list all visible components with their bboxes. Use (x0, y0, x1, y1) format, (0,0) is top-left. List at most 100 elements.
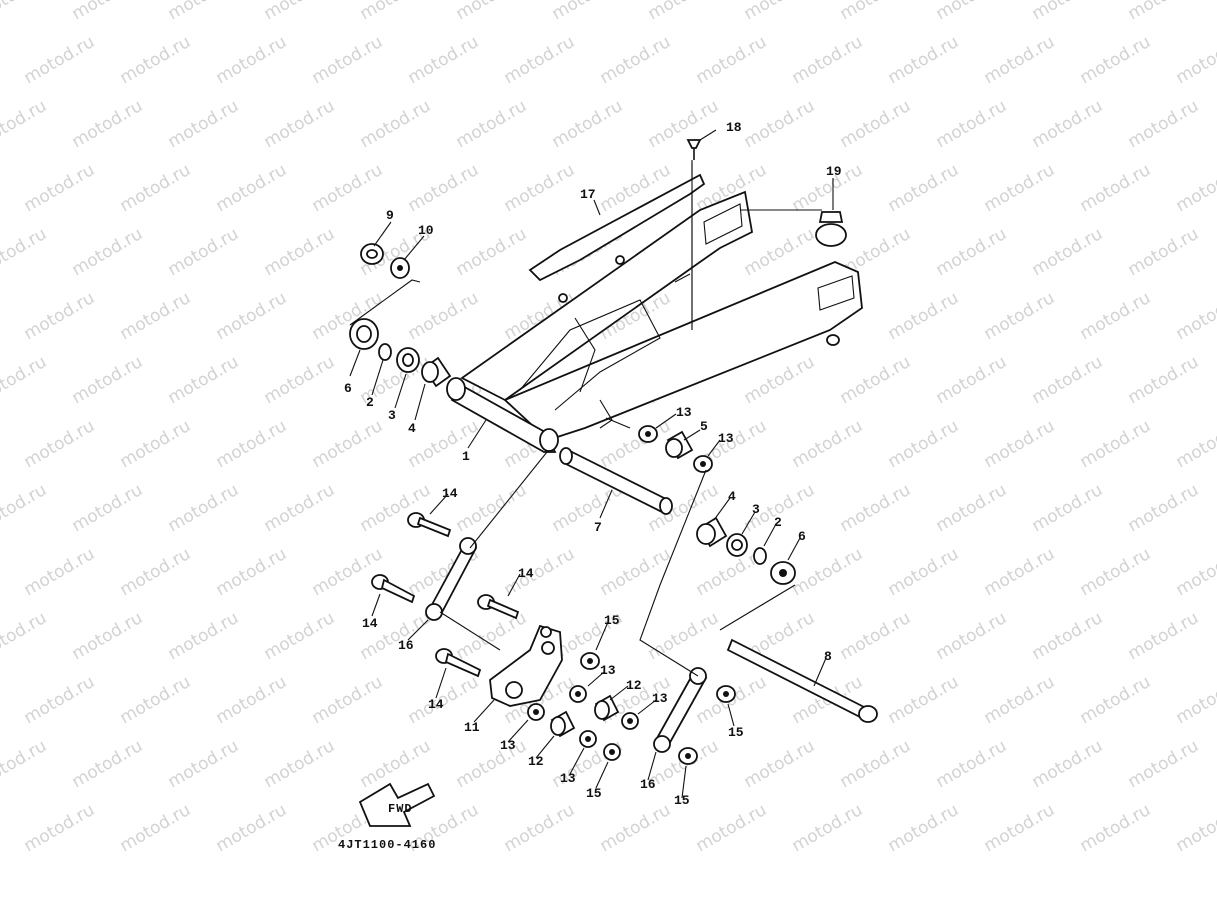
watermark-text: motod.ru (885, 544, 963, 600)
callout-4-right: 4 (728, 489, 736, 504)
watermark-text: motod.ru (501, 544, 579, 600)
watermark-text: motod.ru (21, 544, 99, 600)
watermark-text: motod.ru (1029, 352, 1107, 408)
watermark-text: motod.ru (645, 608, 723, 664)
watermark-text: motod.ru (933, 608, 1011, 664)
bolt-part-14c (477, 594, 520, 620)
watermark-text: motod.ru (981, 32, 1059, 88)
collar-part-2a (378, 343, 392, 361)
callout-4-left: 4 (408, 421, 416, 436)
watermark-text: motod.ru (837, 736, 915, 792)
callout-13-f: 13 (560, 771, 576, 786)
watermark-text: motod.ru (213, 288, 291, 344)
watermark-text: motod.ru (789, 544, 867, 600)
watermark-text: motod.ru (933, 224, 1011, 280)
watermark-text: motod.ru (69, 480, 147, 536)
collar-part-13d (621, 712, 639, 730)
watermark-text: motod.ru (1125, 224, 1203, 280)
watermark-text: motod.ru (1125, 352, 1203, 408)
callout-13-d: 13 (652, 691, 668, 706)
watermark-text: motod.ru (21, 800, 99, 856)
callout-12-b: 12 (528, 754, 544, 769)
watermark-layer: motod.ru motod.ru motod.ru motod.ru motod.ru… (0, 0, 1217, 856)
watermark-text: motod.ru (213, 32, 291, 88)
callout-9: 9 (386, 208, 394, 223)
watermark-text: motod.ru (453, 0, 531, 24)
relay-arm-part-11 (489, 624, 563, 707)
oil-seal-part-3b (726, 533, 748, 557)
callout-6-right: 6 (798, 529, 806, 544)
watermark-text: motod.ru (741, 736, 819, 792)
nut-part-15a (580, 652, 600, 670)
connecting-rod-part-16b (653, 667, 708, 753)
watermark-text: motod.ru (981, 800, 1059, 856)
watermark-text: motod.ru (1077, 288, 1155, 344)
watermark-text: motod.ru (69, 224, 147, 280)
nut-part-15c (716, 685, 736, 703)
collar-part-13c (569, 685, 587, 703)
watermark-text: motod.ru (1029, 608, 1107, 664)
chain-guard-part-17 (528, 173, 706, 282)
bolt-part-14d (435, 648, 482, 678)
watermark-text: motod.ru (309, 160, 387, 216)
watermark-text: motod.ru (1173, 288, 1217, 344)
watermark-text: motod.ru (165, 0, 243, 24)
watermark-text: motod.ru (21, 32, 99, 88)
watermark-text: motod.ru (1125, 0, 1203, 24)
callout-3-right: 3 (752, 502, 760, 517)
nut-part-15b (603, 743, 621, 761)
callout-16-left: 16 (398, 638, 414, 653)
watermark-text: motod.ru (933, 352, 1011, 408)
nut-part-15d (678, 747, 698, 765)
watermark-text: motod.ru (21, 288, 99, 344)
watermark-text: motod.ru (693, 800, 771, 856)
watermark-text: motod.ru (0, 0, 50, 24)
bushing-part-5 (665, 430, 694, 460)
watermark-text: motod.ru (1077, 32, 1155, 88)
watermark-text: motod.ru (789, 416, 867, 472)
connecting-rod-part-16a (425, 537, 478, 621)
watermark-text: motod.ru (1029, 736, 1107, 792)
watermark-text: motod.ru (1173, 160, 1217, 216)
collar-part-13e (527, 703, 545, 721)
watermark-text: motod.ru (213, 416, 291, 472)
watermark-text: motod.ru (309, 544, 387, 600)
callout-14-c: 14 (518, 566, 534, 581)
watermark-text: motod.ru (165, 608, 243, 664)
watermark-text: motod.ru (549, 0, 627, 24)
watermark-text: motod.ru (981, 288, 1059, 344)
nut-part-9 (360, 243, 384, 265)
watermark-text: motod.ru (933, 480, 1011, 536)
watermark-text: motod.ru (1029, 224, 1107, 280)
watermark-text: motod.ru (741, 96, 819, 152)
watermark-text: motod.ru (69, 352, 147, 408)
watermark-text: motod.ru (0, 736, 50, 792)
watermark-text: motod.ru (69, 736, 147, 792)
watermark-text: motod.ru (1173, 544, 1217, 600)
callout-15-b: 15 (586, 786, 602, 801)
watermark-text: motod.ru (1173, 32, 1217, 88)
watermark-text: motod.ru (1125, 480, 1203, 536)
callout-3-left: 3 (388, 408, 396, 423)
watermark-text: motod.ru (21, 672, 99, 728)
watermark-text: motod.ru (117, 288, 195, 344)
watermark-text: motod.ru (885, 672, 963, 728)
watermark-text: motod.ru (165, 96, 243, 152)
watermark-text: motod.ru (453, 96, 531, 152)
watermark-text: motod.ru (1029, 0, 1107, 24)
callout-11: 11 (464, 720, 480, 735)
watermark-text: motod.ru (837, 608, 915, 664)
watermark-text: motod.ru (261, 96, 339, 152)
collar-part-2b (753, 547, 767, 565)
watermark-text: motod.ru (261, 352, 339, 408)
watermark-text: motod.ru (1077, 160, 1155, 216)
assembly-leaders (439, 162, 822, 677)
watermark-text: motod.ru (165, 352, 243, 408)
callout-12-a: 12 (626, 678, 642, 693)
watermark-text: motod.ru (453, 224, 531, 280)
watermark-text: motod.ru (213, 544, 291, 600)
watermark-text: motod.ru (597, 32, 675, 88)
callout-14-b: 14 (362, 616, 378, 631)
watermark-text: motod.ru (0, 352, 50, 408)
